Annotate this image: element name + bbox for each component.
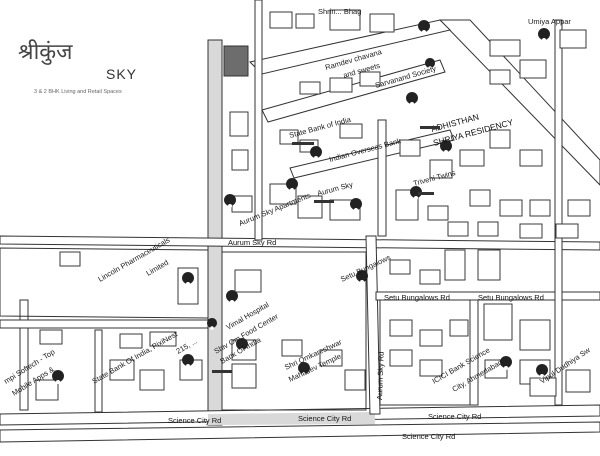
map-pins[interactable] [52, 20, 551, 394]
pin-state-bank-top[interactable] [406, 92, 419, 116]
pin-icici[interactable] [500, 356, 513, 380]
pin-omkareshwar[interactable] [298, 362, 311, 386]
pin-pixinest[interactable] [182, 354, 195, 378]
logo-tagline: 3 & 2 BHK Living and Retail Spaces [34, 89, 122, 95]
label-umiya-appar: Umiya Appar [528, 17, 571, 26]
pin-aurum-sky-2[interactable] [350, 198, 363, 222]
pin-shiv-om[interactable] [207, 317, 218, 338]
logo-suffix: SKY [106, 66, 138, 82]
road-labels: Aurum Sky Rd Aurum Sky Rd Setu Bungalows… [168, 238, 544, 441]
pin-vimal-hospital[interactable] [226, 290, 239, 314]
local-script-sublabels [212, 126, 440, 373]
pin-lincoln[interactable] [182, 272, 195, 296]
road-label-aurum-sky-rd-vertical: Aurum Sky Rd [375, 351, 386, 400]
main-roads [0, 0, 600, 443]
building-blocks [35, 9, 591, 401]
road-label-science-city-4: Science City Rd [402, 432, 455, 441]
land-plots [0, 247, 471, 411]
road-label-setu-bungalows-2: Setu Bungalows Rd [478, 293, 544, 302]
road-label-science-city-1: Science City Rd [168, 416, 221, 425]
pin-aurum-sky-apartments[interactable] [224, 194, 237, 218]
pin-sarvanand-society[interactable] [425, 58, 436, 78]
road-label-science-city-3: Science City Rd [428, 412, 481, 421]
pin-ramdev-chavana[interactable] [418, 20, 431, 44]
pin-aurum-sky[interactable] [286, 178, 299, 202]
pin-vipul[interactable] [536, 364, 549, 388]
label-shrin-bhag: Shrin... Bhag [318, 7, 361, 16]
pin-bank-of-india[interactable] [236, 338, 249, 362]
logo-name: श्रीकुंज [18, 40, 73, 65]
road-label-setu-bungalows-1: Setu Bungalows Rd [384, 293, 450, 302]
road-label-science-city-2: Science City Rd [298, 414, 351, 423]
pin-umiya-appar[interactable] [538, 28, 551, 52]
pin-ampi-softech[interactable] [52, 370, 65, 394]
road-label-aurum-sky-rd: Aurum Sky Rd [228, 238, 276, 247]
pin-indian-overseas[interactable] [310, 146, 323, 170]
brand-logo: श्रीकुंज SKY 3 & 2 BHK Living and Retail… [12, 36, 162, 106]
pin-setu-bungalows[interactable] [356, 270, 369, 294]
pin-adhisthan[interactable] [440, 140, 453, 164]
